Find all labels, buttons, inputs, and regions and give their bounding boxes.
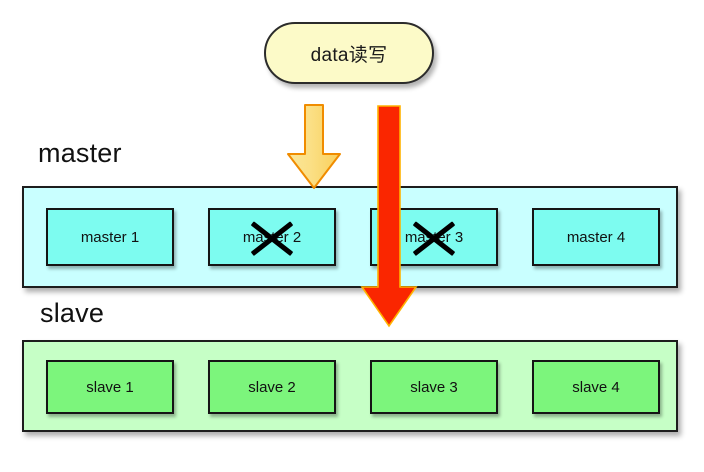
slave-group-caption: slave <box>40 298 105 328</box>
master-node-4-label: master 4 <box>566 228 626 246</box>
data-operation-label: data读写 <box>310 44 388 66</box>
slave-node-1-label: slave 1 <box>86 378 134 396</box>
master-node-2[interactable]: master 2 <box>208 208 336 266</box>
master-node-1[interactable]: master 1 <box>46 208 174 266</box>
master-node-2-label: master 2 <box>242 228 302 246</box>
slave-node-4-label: slave 4 <box>572 378 620 396</box>
slave-node-3[interactable]: slave 3 <box>370 360 498 414</box>
slave-node-3-label: slave 3 <box>410 378 458 396</box>
slave-node-1[interactable]: slave 1 <box>46 360 174 414</box>
slave-node-4[interactable]: slave 4 <box>532 360 660 414</box>
slave-group-container: slave 1 slave 2 slave 3 slave 4 <box>22 340 678 432</box>
data-read-arrow-slave-icon <box>360 105 418 328</box>
master-node-1-label: master 1 <box>80 228 140 246</box>
data-write-arrow-master-icon <box>287 104 341 189</box>
slave-node-2-label: slave 2 <box>248 378 296 396</box>
master-group-caption: master <box>38 138 122 168</box>
slave-node-2[interactable]: slave 2 <box>208 360 336 414</box>
master-group-container: master 1 master 2 master 3 master 4 <box>22 186 678 288</box>
master-node-4[interactable]: master 4 <box>532 208 660 266</box>
data-operation-callout: data读写 <box>264 22 434 84</box>
